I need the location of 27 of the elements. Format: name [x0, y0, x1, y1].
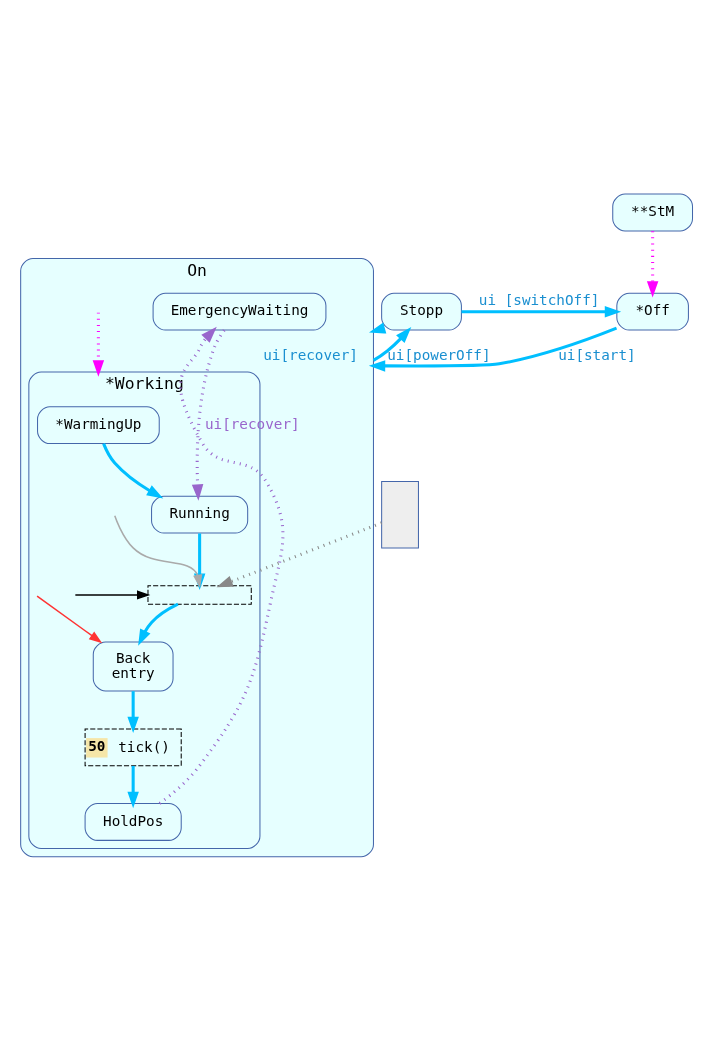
arrow	[127, 690, 139, 733]
arrow	[127, 765, 139, 808]
arrow	[191, 328, 226, 501]
edge-label: ui[start]	[558, 346, 636, 363]
arrow	[193, 532, 206, 590]
node-box: HoldPos	[84, 802, 182, 841]
arrow	[36, 594, 103, 643]
edge-label: ui[powerOff]	[387, 346, 491, 363]
arrow	[216, 521, 383, 587]
edge-label: ui[recover]	[263, 346, 358, 363]
arrow	[102, 442, 164, 498]
node-box: **StM	[612, 193, 693, 231]
node-box: *WarmingUp	[37, 405, 160, 444]
arrow	[74, 589, 151, 600]
edge-label: ui [switchOff]	[478, 291, 600, 308]
arrow	[646, 230, 659, 298]
arrow	[461, 305, 622, 317]
node-box	[381, 480, 419, 548]
node-box: Running	[151, 495, 249, 534]
node-box: Back entry	[92, 640, 174, 692]
node-box	[147, 584, 252, 605]
arrow	[114, 514, 206, 590]
node-box: EmergencyWaiting	[152, 292, 327, 331]
arrow	[138, 602, 179, 646]
node-box: *Off	[616, 292, 689, 331]
arrow	[92, 312, 105, 377]
arrow	[158, 326, 285, 805]
